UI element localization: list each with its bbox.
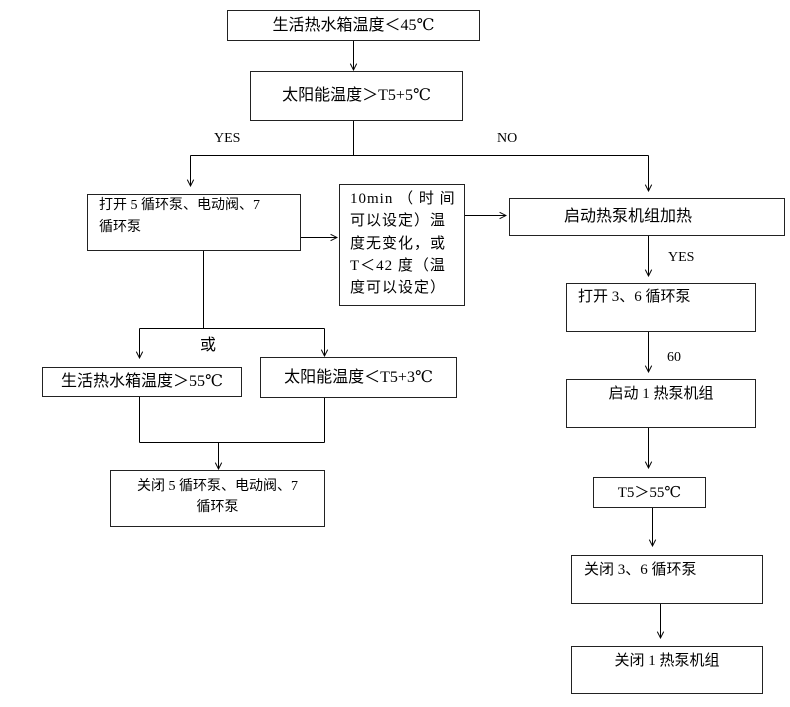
node-hot-water-tank-below-45: 生活热水箱温度＜45℃: [227, 10, 480, 41]
node-close-heat-pump-1: 关闭 1 热泵机组: [571, 646, 763, 694]
node-close-pumps-3-6: 关闭 3、6 循环泵: [571, 555, 763, 604]
node-start-heat-pump-heating: 启动热泵机组加热: [509, 198, 785, 236]
node-timer-condition: 10min （ 时 间 可以设定）温 度无变化，或 T＜42 度（温 度可以设定…: [339, 184, 465, 306]
edge-label-yes: YES: [214, 131, 241, 146]
edge-label-no: NO: [497, 131, 518, 146]
node-hot-water-tank-above-55: 生活热水箱温度＞55℃: [42, 367, 242, 397]
node-start-heat-pump-1: 启动 1 热泵机组: [566, 379, 756, 428]
node-close-pumps-5-7: 关闭 5 循环泵、电动阀、7 循环泵: [110, 470, 325, 527]
node-open-pumps-3-6: 打开 3、6 循环泵: [566, 283, 756, 332]
edge-label-delay: 60: [667, 350, 681, 365]
edge-label-or: 或: [200, 337, 217, 354]
node-solar-above-t5-plus-5: 太阳能温度＞T5+5℃: [250, 71, 463, 121]
node-t5-above-55: T5＞55℃: [593, 477, 706, 508]
node-solar-below-t5-plus-3: 太阳能温度＜T5+3℃: [260, 357, 457, 398]
node-open-pumps-5-7: 打开 5 循环泵、电动阀、7 循环泵: [87, 194, 301, 251]
edge-label-heat-pump-yes: YES: [668, 250, 695, 265]
